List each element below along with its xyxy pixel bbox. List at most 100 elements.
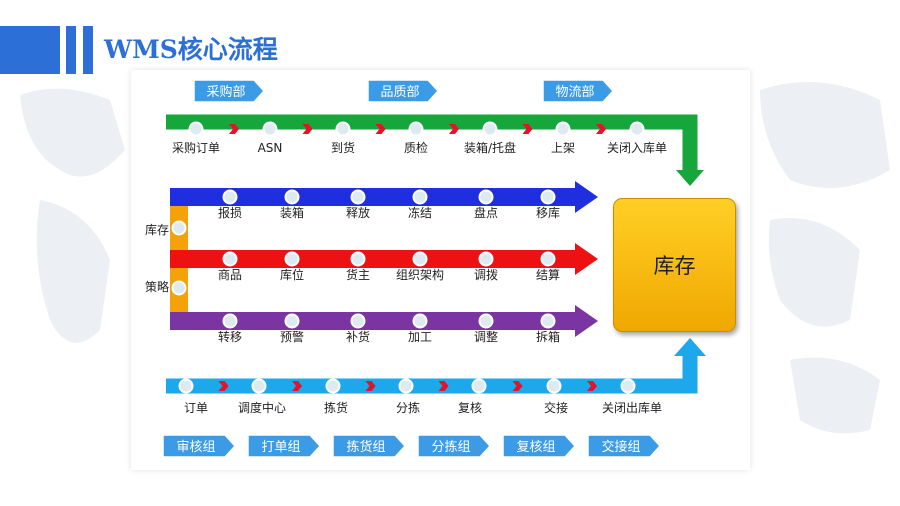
function-row-purple-label: 调整 [474,329,498,344]
team-tag: 交接组 [587,434,662,458]
team-tag-shape [417,434,492,458]
team-tag-label: 审核组 [176,440,215,455]
outbound-step-node [325,378,341,394]
function-row-red-label: 商品 [218,267,242,282]
function-row-red-node [222,251,238,267]
function-row-red-arrowhead [575,243,598,275]
team-tag-shape [247,434,322,458]
department-tag: 物流部 [542,79,615,103]
function-row-blue-node [478,189,494,205]
team-tag-shape [332,434,407,458]
outbound-step-label: 订单 [184,401,208,415]
page-title: WMS核心流程 [104,35,278,64]
inbound-step-label: 装箱/托盘 [464,140,516,155]
strategy-node [171,220,187,236]
function-row-purple-label: 转移 [218,329,242,344]
team-tag-shape [162,434,237,458]
inbound-step-label: 上架 [551,141,575,155]
department-tag-label: 物流部 [555,85,594,100]
inbound-step-label: 质检 [404,140,428,155]
outbound-arrowhead [674,338,706,356]
team-tag: 分拣组 [417,434,492,458]
inbound-step-node [188,121,204,137]
function-row-blue-arrowhead [575,181,598,213]
outbound-step-node [471,378,487,394]
title-accent-block [0,26,60,74]
outbound-chevron [292,381,302,391]
function-row-red-node [284,251,300,267]
department-tag: 品质部 [367,79,440,103]
function-row-blue-label: 报损 [218,205,242,220]
function-row-red-label: 库位 [280,267,304,282]
outbound-chevron [512,381,523,391]
department-tag-shape [542,79,615,103]
team-tag-label: 打单组 [261,440,300,455]
function-row-red-node [478,251,494,267]
outbound-step-node [398,378,414,394]
inventory-box: 库存 [613,198,736,332]
function-row-blue-node [540,189,556,205]
outbound-step-node [251,378,267,394]
title-accent-stripe [83,26,93,74]
department-tag: 采购部 [193,79,266,103]
outbound-step-label: 复核 [458,401,482,415]
function-row-red-bar [170,250,576,268]
function-row-blue-node [350,189,366,205]
team-tag-label: 拣货组 [346,439,385,455]
function-row-purple-label: 加工 [408,330,432,344]
inbound-step-label: 关闭入库单 [607,140,667,155]
function-row-blue-label: 释放 [346,205,370,220]
strategy-node [171,280,187,296]
team-tag-label: 交接组 [601,439,640,455]
function-row-blue-bar [170,188,576,206]
function-row-purple-label: 预警 [280,329,304,344]
function-row-purple-arrowhead [575,305,598,337]
team-tag: 复核组 [502,434,577,458]
outbound-chevron [218,381,229,391]
department-tag-shape [193,79,266,103]
outbound-step-node [546,378,562,394]
function-row-purple-node [284,313,300,329]
team-tag-shape [587,434,662,458]
function-row-purple-bar [170,312,576,330]
inbound-chevron [302,124,313,134]
inbound-step-node [335,121,351,137]
function-row-red-label: 调拨 [474,268,498,282]
inbound-step-node [482,121,498,137]
function-row-blue-label: 盘点 [474,205,498,220]
function-row-blue-label: 装箱 [280,205,304,220]
inbound-chevron [522,124,533,134]
inbound-step-node [408,121,424,137]
function-row-blue-label: 冻结 [408,205,432,220]
outbound-step-node [178,378,194,394]
function-row-red-label: 组织架构 [396,267,444,282]
outbound-chevron [587,381,597,391]
team-tag: 审核组 [162,434,237,458]
title-accent-stripe [66,26,76,74]
outbound-step-label: 拣货 [324,400,348,415]
department-tag-label: 采购部 [206,84,245,100]
inbound-step-node [629,121,645,137]
team-tag-label: 复核组 [516,440,555,455]
department-tag-label: 品质部 [380,85,419,100]
inbound-step-label: 采购订单 [172,140,220,155]
function-row-purple-node [478,313,494,329]
outbound-flow-line [166,355,698,394]
department-tag-shape [367,79,440,103]
function-row-red-node [412,251,428,267]
strategy-label: 策略 [145,279,169,294]
function-row-red-label: 货主 [346,267,370,282]
outbound-chevron [365,381,376,391]
inbound-step-label: ASN [258,141,283,155]
outbound-step-label: 关闭出库单 [602,400,662,415]
team-tag: 拣货组 [332,434,407,458]
inbound-step-node [555,121,571,137]
outbound-step-label: 交接 [544,400,568,415]
function-row-purple-label: 补货 [346,329,370,344]
function-row-purple-node [350,313,366,329]
inbound-arrowhead [676,170,704,186]
function-row-red-node [540,251,556,267]
function-row-red-node [350,251,366,267]
team-tag-shape [502,434,577,458]
